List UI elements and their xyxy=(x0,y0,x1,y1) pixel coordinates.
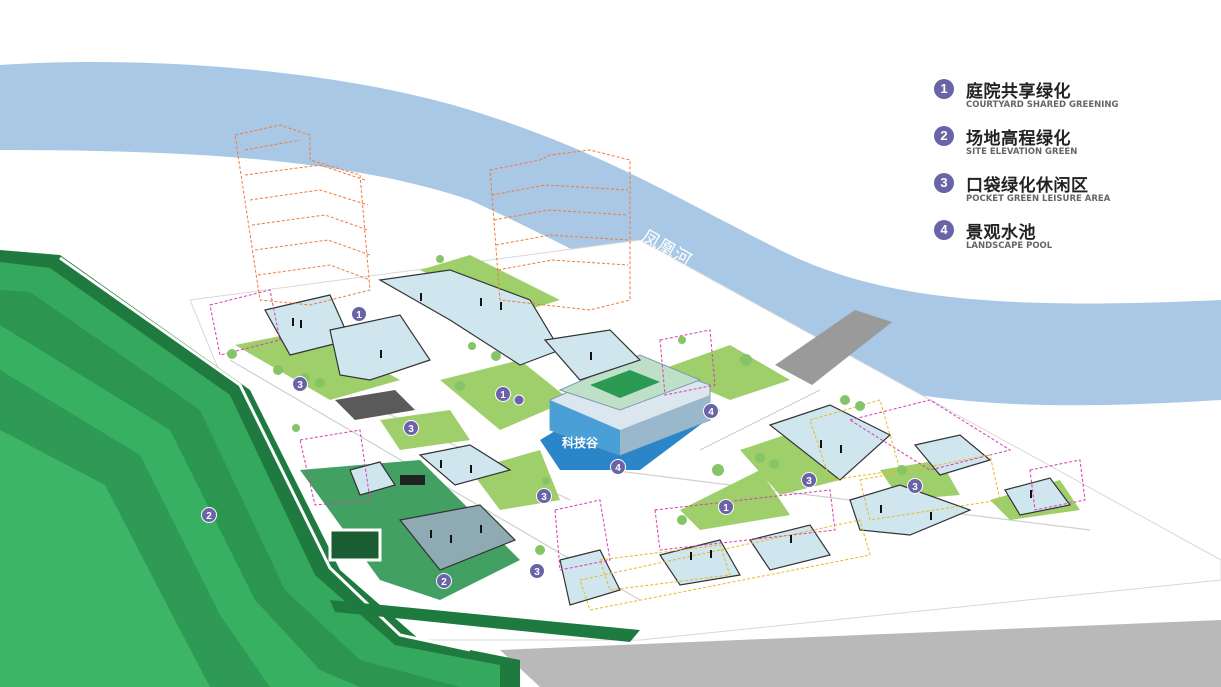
svg-text:3: 3 xyxy=(408,424,414,435)
legend-title-cn: 场地高程绿化 xyxy=(966,129,1071,149)
zone-marker: 2 xyxy=(436,573,452,589)
dark-bar xyxy=(400,475,425,485)
glass-pavilions xyxy=(264,269,1072,606)
zone-marker xyxy=(513,394,525,406)
zone-marker: 4 xyxy=(610,459,626,475)
legend-title-en: COURTYARD SHARED GREENING xyxy=(966,100,1119,110)
legend-title-cn: 庭院共享绿化 xyxy=(966,82,1071,102)
plaza-edge xyxy=(500,620,1221,687)
zone-marker: 3 xyxy=(403,420,419,436)
svg-text:3: 3 xyxy=(297,380,303,391)
people-silhouettes xyxy=(292,293,1032,560)
zone-marker: 3 xyxy=(907,478,923,494)
svg-text:3: 3 xyxy=(912,482,918,493)
svg-text:2: 2 xyxy=(441,577,447,588)
zone-marker: 1 xyxy=(718,499,734,515)
building-sign: 科技谷 xyxy=(562,435,599,450)
zone-marker: 3 xyxy=(292,376,308,392)
zone-marker: 1 xyxy=(351,306,367,322)
zone-marker: 4 xyxy=(703,403,719,419)
river xyxy=(0,62,1221,406)
svg-text:3: 3 xyxy=(541,492,547,503)
legend-number: 1 xyxy=(934,79,954,99)
stairs xyxy=(335,390,415,420)
svg-text:1: 1 xyxy=(500,390,506,401)
legend-title-en: POCKET GREEN LEISURE AREA xyxy=(966,194,1111,204)
svg-text:4: 4 xyxy=(708,407,714,418)
zone-marker: 1 xyxy=(495,386,511,402)
tech-building xyxy=(549,354,711,456)
magenta-outlines xyxy=(209,289,1086,571)
zone-marker: 3 xyxy=(529,563,545,579)
trees xyxy=(227,255,907,555)
legend-item: 2 场地高程绿化 SITE ELEVATION GREEN xyxy=(934,125,1214,172)
svg-text:4: 4 xyxy=(615,463,621,474)
terraced-green-slope xyxy=(0,250,640,687)
legend-number: 2 xyxy=(934,126,954,146)
zone-marker: 3 xyxy=(801,472,817,488)
legend-title-en: LANDSCAPE POOL xyxy=(966,241,1053,251)
tower-wireframes xyxy=(234,124,631,311)
svg-text:1: 1 xyxy=(356,310,362,321)
sunken-square xyxy=(328,528,382,562)
zone-marker: 3 xyxy=(536,488,552,504)
bridge xyxy=(775,310,892,385)
legend-item: 1 庭院共享绿化 COURTYARD SHARED GREENING xyxy=(934,78,1214,125)
legend-title-en: SITE ELEVATION GREEN xyxy=(966,147,1078,157)
legend-number: 3 xyxy=(934,173,954,193)
legend-item: 3 口袋绿化休闲区 POCKET GREEN LEISURE AREA xyxy=(934,172,1214,219)
legend-title-cn: 口袋绿化休闲区 xyxy=(966,176,1089,196)
svg-text:3: 3 xyxy=(534,567,540,578)
svg-text:3: 3 xyxy=(806,476,812,487)
legend: 1 庭院共享绿化 COURTYARD SHARED GREENING 2 场地高… xyxy=(934,78,1214,266)
legend-number: 4 xyxy=(934,220,954,240)
legend-title-cn: 景观水池 xyxy=(966,223,1036,243)
svg-text:2: 2 xyxy=(206,511,212,522)
zone-markers: 1 1 1 2 2 3 3 3 3 3 3 4 4 xyxy=(201,306,923,589)
zone-marker: 2 xyxy=(201,507,217,523)
legend-item: 4 景观水池 LANDSCAPE POOL xyxy=(934,219,1214,266)
svg-text:1: 1 xyxy=(723,503,729,514)
